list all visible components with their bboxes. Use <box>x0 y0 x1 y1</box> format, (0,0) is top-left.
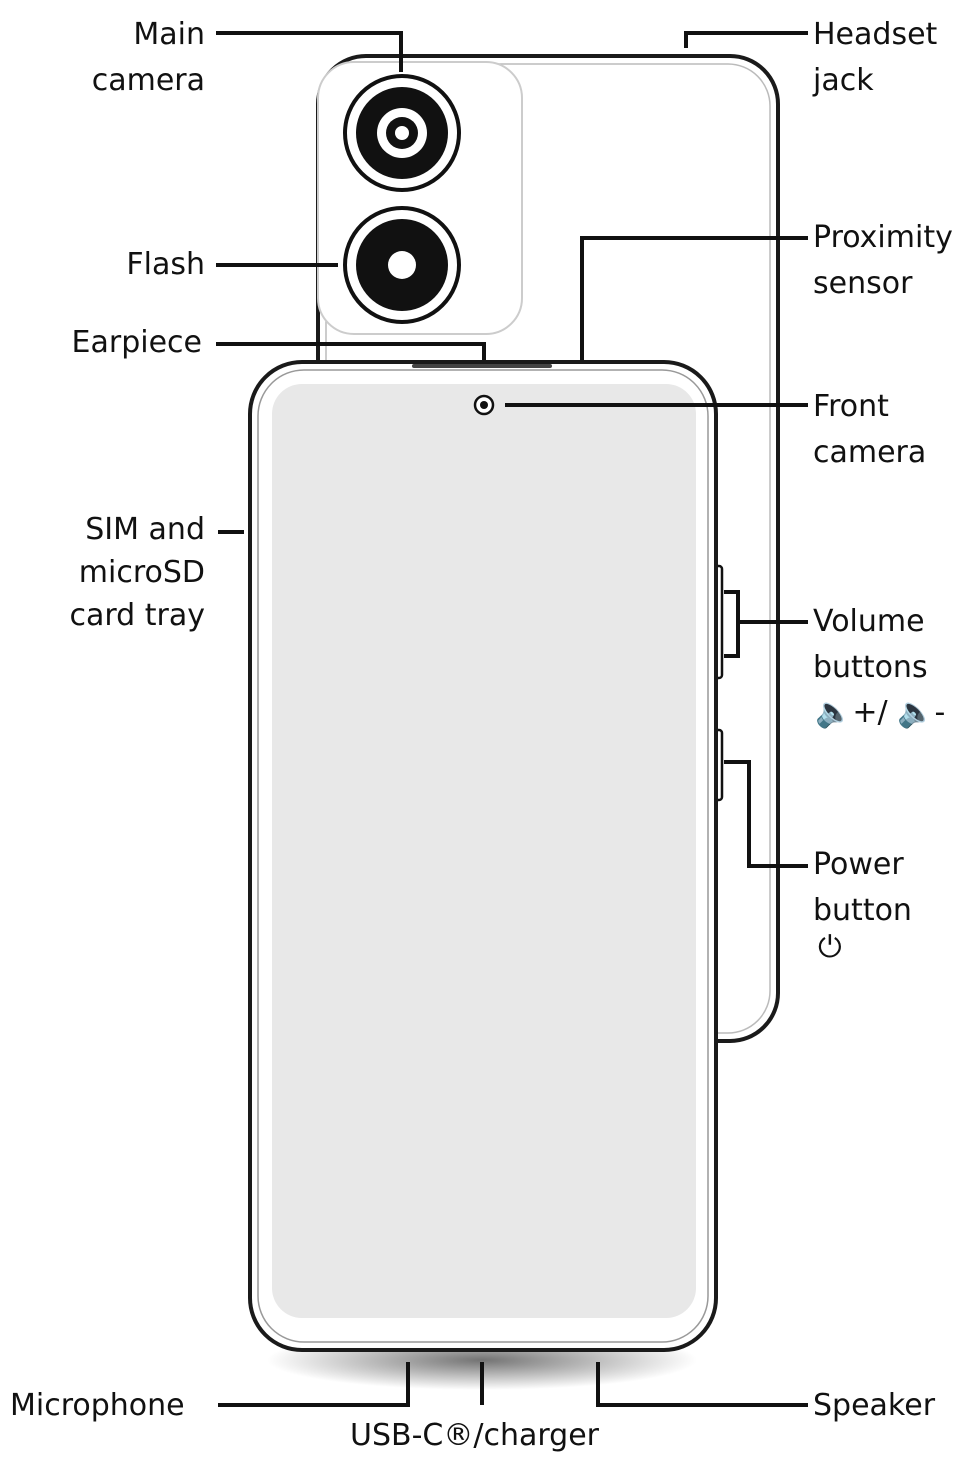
leader-main-camera <box>216 31 403 72</box>
label-sim-tray: SIM and microSD card tray <box>69 512 206 633</box>
main-camera-lens-icon <box>343 74 461 192</box>
leader-headset-jack <box>684 31 808 48</box>
label-earpiece: Earpiece <box>71 325 202 360</box>
label-usb-charger: USB-C®/charger <box>350 1418 599 1453</box>
label-headset-jack: Headset jack <box>813 17 938 98</box>
earpiece-slit <box>412 364 552 368</box>
phone-screen <box>272 384 696 1318</box>
label-power-button: Power button <box>813 847 912 928</box>
label-microphone: Microphone <box>10 1388 185 1423</box>
front-camera-icon <box>473 394 495 416</box>
flash-icon <box>343 206 461 324</box>
leader-power <box>724 760 808 868</box>
volume-icon: 🔈+/ 🔈- <box>815 695 946 730</box>
leader-proximity-sensor <box>580 236 808 360</box>
label-volume-buttons: Volume buttons <box>813 604 928 685</box>
power-icon: ⏻ <box>818 930 842 965</box>
leader-earpiece <box>216 342 486 360</box>
label-flash: Flash <box>126 247 205 282</box>
label-proximity-sensor: Proximity sensor <box>813 220 953 301</box>
leader-lines <box>216 31 808 1407</box>
phone-front-bezel <box>257 369 709 1343</box>
leader-microphone <box>218 1362 410 1407</box>
label-main-camera: Main camera <box>91 17 205 98</box>
label-speaker: Speaker <box>813 1388 936 1423</box>
label-front-camera: Front camera <box>813 389 927 470</box>
leader-speaker <box>596 1362 808 1407</box>
